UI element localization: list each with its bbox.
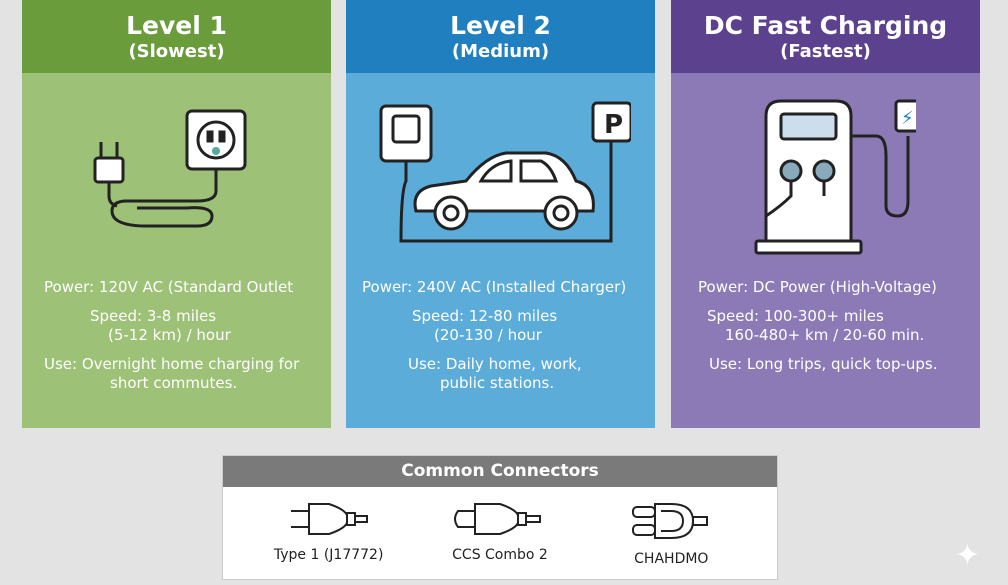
use-text: Use: Overnight home charging for [44, 355, 300, 373]
connector-label: CCS Combo 2 [452, 547, 548, 563]
ccs-plug-icon [453, 503, 541, 535]
power-text: Power: 240V AC (Installed Charger) [362, 278, 627, 296]
level-title: Level 1 [126, 11, 227, 40]
dc-fast-card: DC Fast Charging(Fastest) ⚡ Power: DC Po… [671, 0, 980, 428]
use-text: Use: Daily home, work, [408, 355, 582, 373]
level-1-card: Level 1(Slowest) Power: 120V AC (Standar… [22, 0, 331, 428]
speed-text: Speed: 12-80 miles(20-130 / hour [412, 307, 558, 344]
connector-chademo: CHAHDMO [596, 501, 746, 567]
level-title: Level 2 [450, 11, 551, 40]
chademo-plug-icon [632, 503, 709, 539]
use-text-2: public stations. [440, 374, 555, 392]
sparkle-icon: ✦ [954, 538, 980, 573]
car-charger-icon: P [346, 73, 655, 278]
type1-plug-icon [290, 503, 368, 535]
svg-text:⚡: ⚡ [901, 108, 914, 129]
level-subtitle: (Fastest) [780, 41, 871, 62]
svg-text:P: P [604, 110, 623, 140]
connector-label: Type 1 (J17772) [273, 547, 384, 563]
use-text-2: short commutes. [110, 374, 238, 392]
level-subtitle: (Slowest) [128, 41, 225, 62]
connector-label: CHAHDMO [634, 551, 709, 567]
power-text: Power: DC Power (High-Voltage) [698, 278, 937, 296]
connector-type1: Type 1 (J17772) [254, 501, 404, 567]
connector-ccs: CCS Combo 2 [425, 501, 575, 567]
level-title: DC Fast Charging [703, 11, 948, 40]
outlet-plug-icon [22, 73, 331, 278]
fast-charger-icon: ⚡ [671, 73, 980, 278]
use-text: Use: Long trips, quick top-ups. [709, 355, 938, 373]
level-1-header: Level 1(Slowest) [22, 0, 331, 73]
level-subtitle: (Medium) [451, 41, 550, 62]
connectors-title: Common Connectors [223, 456, 777, 487]
common-connectors-panel: Common Connectors Type 1 (J17772) CCS Co… [222, 455, 778, 580]
speed-text: Speed: 3-8 miles(5-12 km) / hour [90, 307, 231, 344]
power-text: Power: 120V AC (Standard Outlet [44, 278, 294, 296]
level-2-card: Level 2(Medium) P Power: 240V AC (Instal… [346, 0, 655, 428]
dc-fast-header: DC Fast Charging(Fastest) [671, 0, 980, 73]
level-2-header: Level 2(Medium) [346, 0, 655, 73]
